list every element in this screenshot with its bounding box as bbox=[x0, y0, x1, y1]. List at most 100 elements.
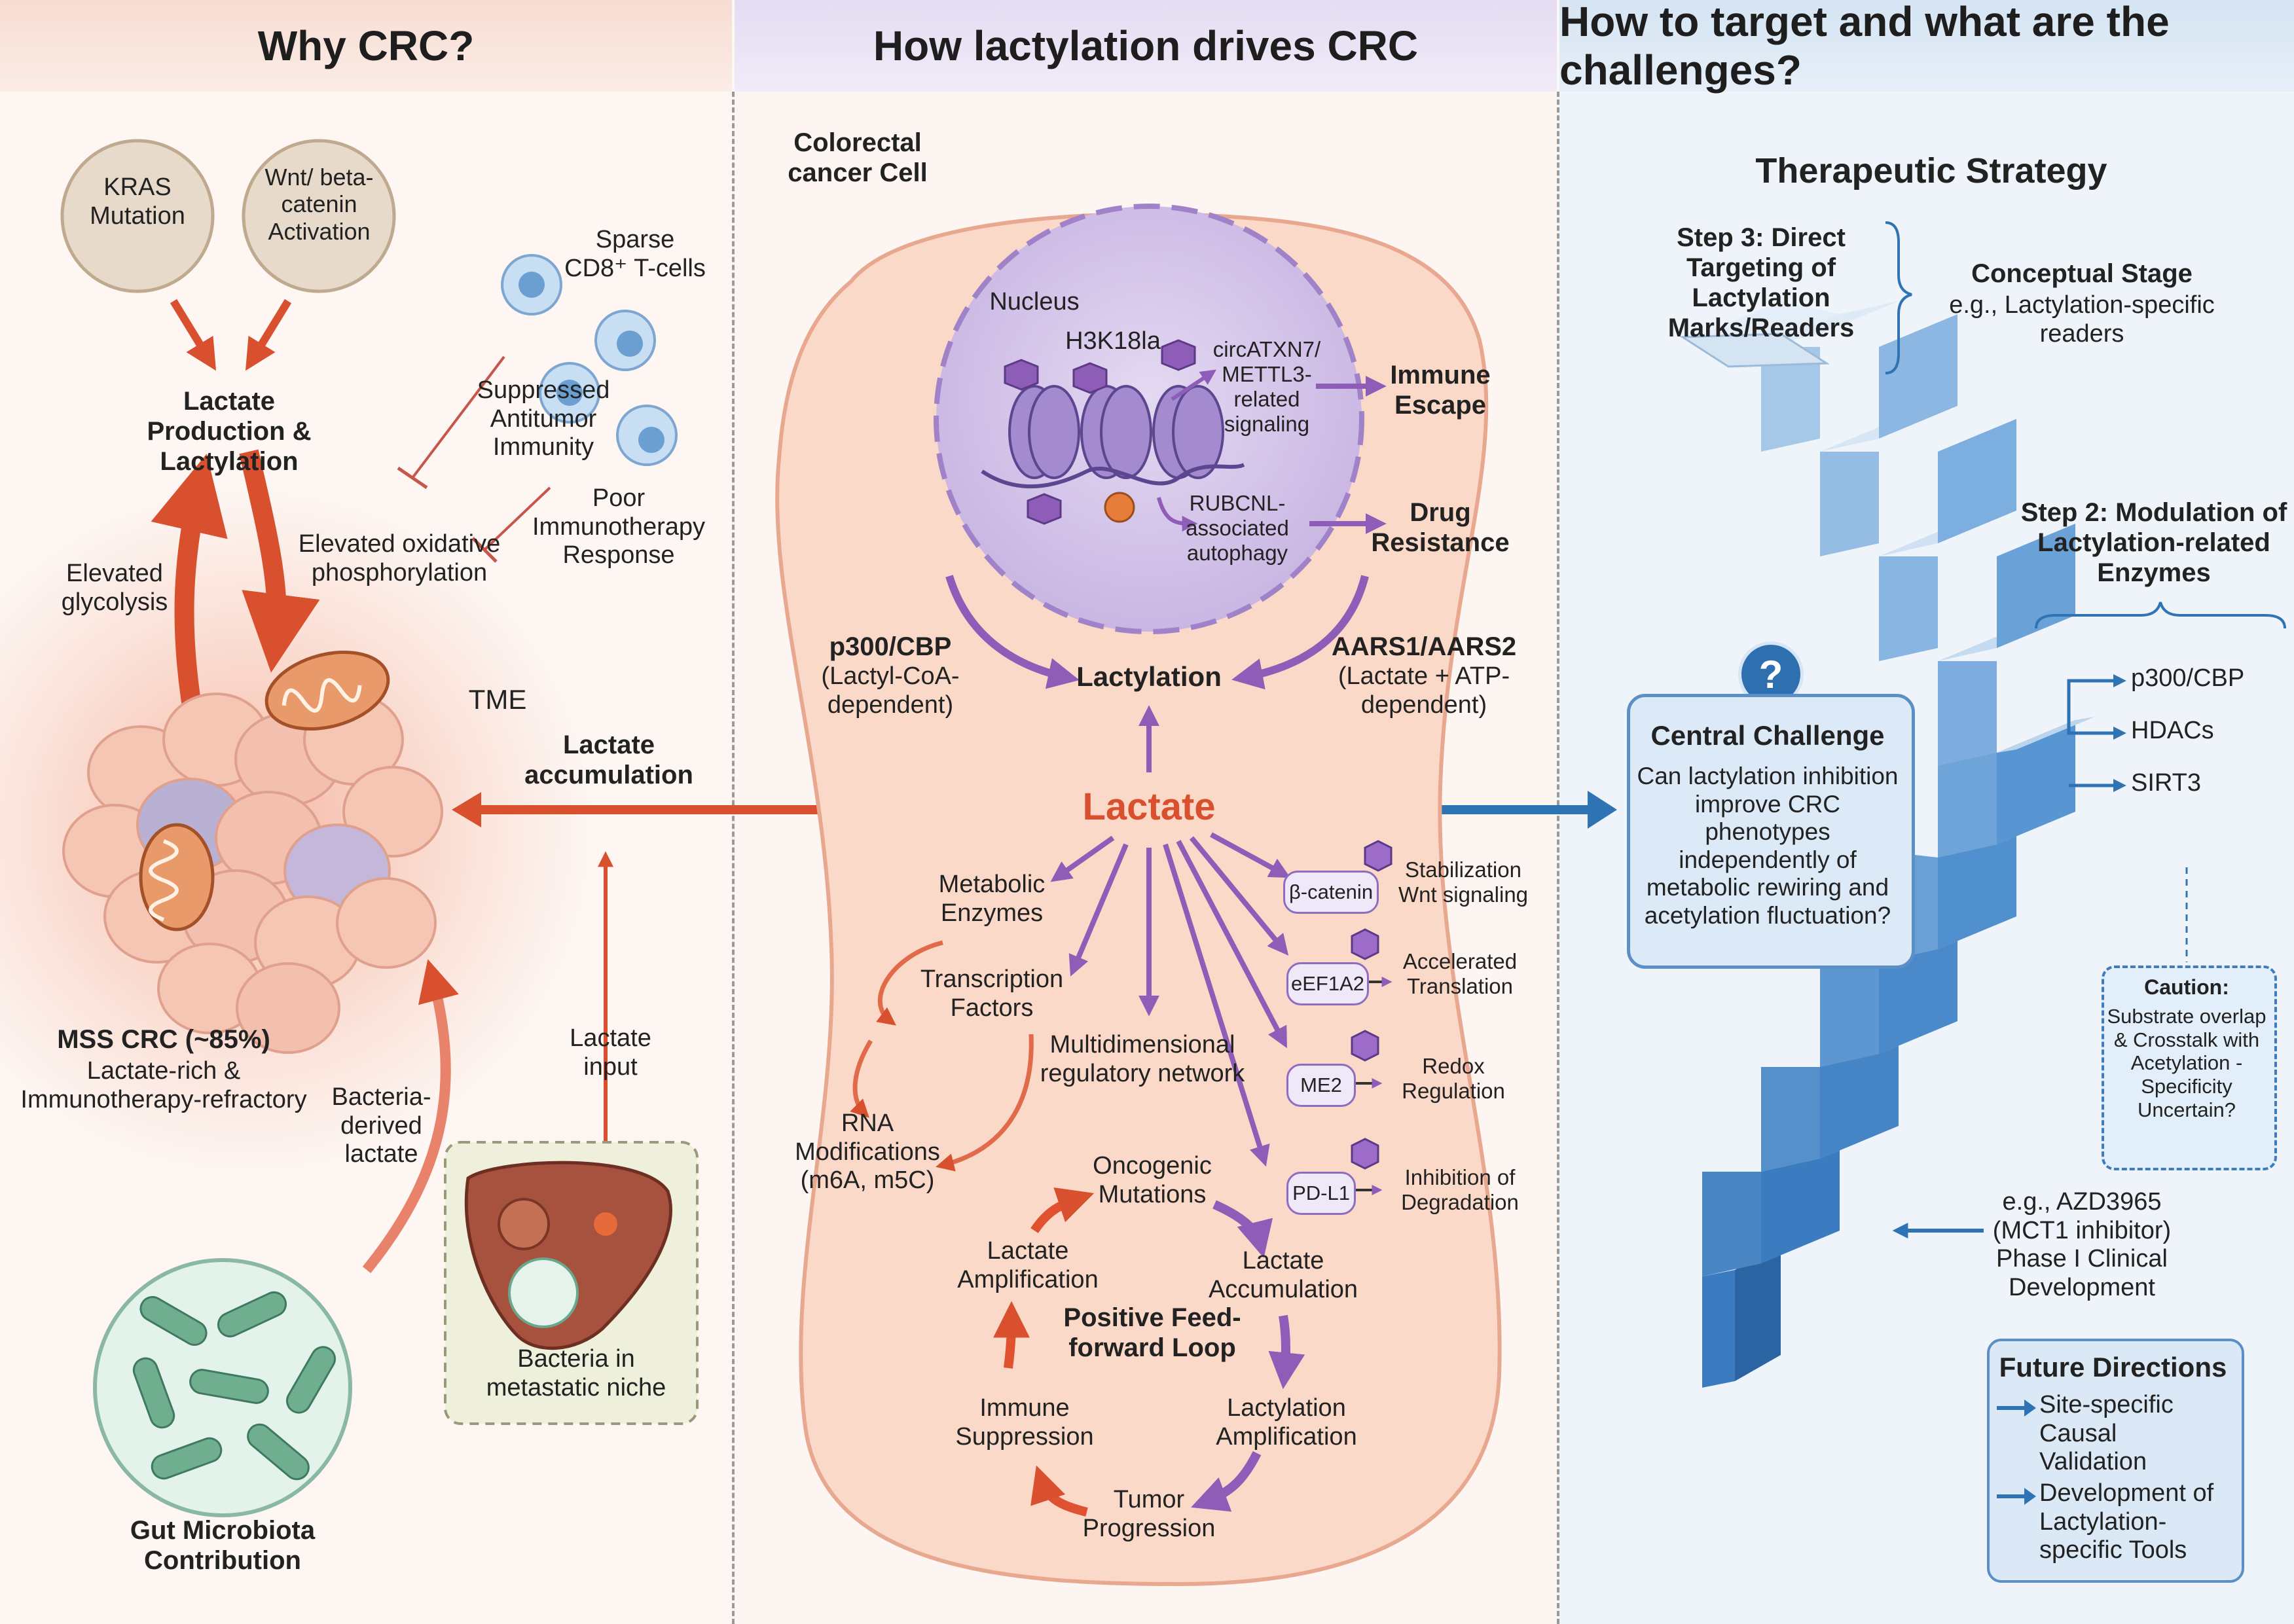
cell-label: Colorectal cancer Cell bbox=[788, 128, 928, 187]
enzyme-arrows-stem bbox=[2067, 674, 2126, 707]
inhibit-line-2 bbox=[483, 486, 551, 551]
panel-divider-1 bbox=[732, 92, 735, 1624]
histone-icons bbox=[1008, 385, 1224, 479]
loop-arrow-6 bbox=[1030, 1187, 1095, 1233]
metabolic-enzymes-label: Metabolic Enzymes bbox=[938, 871, 1046, 927]
future-directions-box bbox=[1987, 1339, 2244, 1583]
lactate-input-label: Lactate input bbox=[570, 1024, 651, 1081]
kras-circle bbox=[60, 139, 215, 293]
future-item-1: Development of Lactylation-specific Tool… bbox=[2039, 1479, 2214, 1564]
enzymes-to-tf-arrow bbox=[876, 940, 943, 1026]
aars-sub: (Lactate + ATP- dependent) bbox=[1338, 662, 1510, 719]
challenge-text: Can lactylation inhibition improve CRC p… bbox=[1637, 763, 1899, 929]
header-right: How to target and what are the challenge… bbox=[1559, 0, 2294, 94]
wnt-label: Wnt/ beta-catenin Activation bbox=[264, 164, 374, 245]
loop-oncogenic: Oncogenic Mutations bbox=[1093, 1152, 1212, 1208]
transcription-factors-label: Transcription Factors bbox=[920, 965, 1064, 1022]
loop-immune-supp: Immune Suppression bbox=[955, 1394, 1094, 1451]
step2-brace bbox=[2035, 602, 2286, 629]
immune-escape-label: Immune Escape bbox=[1390, 361, 1491, 420]
loop-arrow-5 bbox=[992, 1301, 1030, 1369]
p300-title: p300/CBP bbox=[829, 632, 952, 661]
future-arrow-icon-0 bbox=[1997, 1406, 2028, 1410]
t-cell-icons bbox=[501, 254, 678, 466]
gut-microbiota-label: Gut Microbiota Contribution bbox=[130, 1516, 316, 1575]
glycolysis-arrow bbox=[151, 454, 228, 735]
loop-arrow-3 bbox=[1191, 1451, 1262, 1512]
rna-mod-label: RNA Modifications (m6A, m5C) bbox=[795, 1110, 940, 1195]
loop-arrow-4 bbox=[1030, 1465, 1088, 1517]
lactate-fan-arrows bbox=[1050, 832, 1291, 1167]
nucleus-label: Nucleus bbox=[989, 288, 1080, 316]
inhibit-bar-2 bbox=[471, 537, 498, 563]
bacteria-arrow bbox=[362, 959, 459, 1274]
target-protein-2: ME2 bbox=[1286, 1064, 1356, 1107]
mss-title: MSS CRC (~85%) bbox=[57, 1025, 270, 1054]
target-protein-3: PD-L1 bbox=[1286, 1172, 1356, 1215]
target-mark-icons bbox=[1351, 840, 1393, 1170]
lactate-accumulation-label: Lactate accumulation bbox=[524, 731, 693, 789]
rubcnl-arrow bbox=[1157, 497, 1198, 532]
kras-arrow bbox=[170, 298, 217, 371]
wnt-circle bbox=[242, 139, 396, 293]
sparse-cd8-label: Sparse CD8⁺ T-cells bbox=[564, 226, 706, 282]
tumor-cluster bbox=[62, 693, 443, 1054]
conceptual-desc: e.g., Lactylation-specific readers bbox=[1949, 291, 2215, 348]
p300-sub: (Lactyl-CoA- dependent) bbox=[821, 662, 960, 719]
aars-title: AARS1/AARS2 bbox=[1331, 632, 1517, 661]
lactate-label: Lactate bbox=[1082, 785, 1216, 828]
acetyl-mark-icon bbox=[1104, 492, 1135, 523]
elevated-oxphos-label: Elevated oxidative phosphorylation bbox=[298, 530, 501, 586]
multidim-label: Multidimensional regulatory network bbox=[1040, 1031, 1245, 1087]
target-protein-0: β-catenin bbox=[1283, 871, 1379, 914]
lactylation-label: Lactylation bbox=[1076, 661, 1222, 692]
header-left: Why CRC? bbox=[0, 0, 732, 92]
loop-lactate-accum: Lactate Accumulation bbox=[1208, 1247, 1358, 1303]
future-arrow-head-1 bbox=[2024, 1488, 2036, 1505]
target-effect-0: Stabilization Wnt signaling bbox=[1398, 857, 1529, 907]
rubcnl-label: RUBCNL- associated autophagy bbox=[1186, 491, 1289, 565]
bacteria-lactate-label: Bacteria- derived lactate bbox=[331, 1083, 431, 1168]
future-item-0: Site-specific Causal Validation bbox=[2039, 1391, 2174, 1476]
future-arrow-icon-1 bbox=[1997, 1494, 2028, 1498]
bacteria-niche-label: Bacteria in metastatic niche bbox=[486, 1345, 666, 1401]
step3-label: Step 3: Direct Targeting of Lactylation … bbox=[1667, 223, 1855, 342]
loop-lactate-amp: Lactate Amplification bbox=[930, 1237, 1126, 1295]
mss-desc: Lactate-rich & Immunotherapy-refractory bbox=[20, 1057, 307, 1113]
loop-arrow-1 bbox=[1212, 1200, 1273, 1258]
step3-brace bbox=[1885, 221, 1912, 374]
caution-title: Caution: bbox=[2144, 975, 2229, 999]
caution-box bbox=[2102, 965, 2277, 1170]
tme-label: TME bbox=[468, 684, 527, 715]
inhibit-bar-1 bbox=[397, 466, 428, 490]
suppressed-immunity-label: Suppressed Antitumor Immunity bbox=[477, 376, 610, 461]
future-arrow-head-0 bbox=[2024, 1399, 2036, 1416]
tf-down-arrow bbox=[936, 1034, 1034, 1172]
azd-label: e.g., AZD3965 (MCT1 inhibitor) Phase I C… bbox=[1992, 1188, 2172, 1302]
loop-center: Positive Feed-forward Loop bbox=[1063, 1303, 1241, 1362]
elevated-glycolysis-label: Elevated glycolysis bbox=[61, 560, 168, 616]
bacteria-icons bbox=[132, 1291, 336, 1481]
p300-arrow bbox=[945, 575, 1080, 689]
strategy-title: Therapeutic Strategy bbox=[1755, 151, 2107, 190]
kras-label: KRAS Mutation bbox=[90, 173, 185, 230]
lactate-production-label: Lactate Production & Lactylation bbox=[147, 387, 312, 476]
lactate-right-head bbox=[1588, 791, 1617, 829]
dna-strand bbox=[981, 463, 1245, 489]
target-effect-3: Inhibition of Degradation bbox=[1401, 1165, 1519, 1214]
conceptual-title: Conceptual Stage bbox=[1971, 259, 2193, 288]
lactyl-mark-icons bbox=[1004, 339, 1196, 525]
central-challenge-box bbox=[1627, 694, 1915, 969]
panel-divider-2 bbox=[1557, 92, 1559, 1624]
mitochondria-icons bbox=[139, 650, 390, 931]
enzyme-2: SIRT3 bbox=[2131, 769, 2202, 797]
target-effect-1: Accelerated Translation bbox=[1402, 949, 1518, 998]
caution-text: Substrate overlap & Crosstalk with Acety… bbox=[2107, 1005, 2267, 1121]
wnt-arrow bbox=[245, 298, 292, 371]
loop-arrow-2 bbox=[1268, 1314, 1305, 1390]
circ-arrow bbox=[1171, 369, 1216, 401]
lactylation-down-arrow bbox=[239, 449, 320, 673]
tf-to-rna-arrow bbox=[850, 1039, 873, 1118]
poor-response-label: Poor Immunotherapy Response bbox=[532, 484, 705, 569]
